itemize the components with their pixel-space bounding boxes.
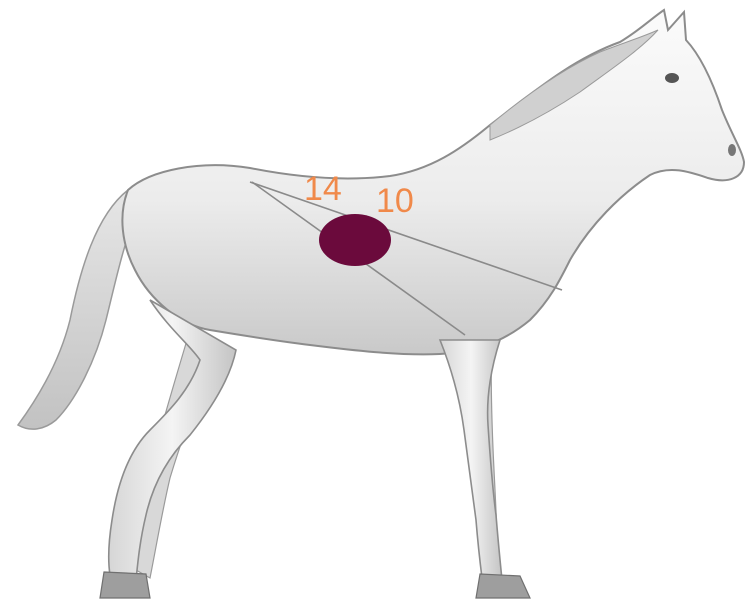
horse-nostril [728,144,736,156]
rib-label-10: 10 [376,184,414,218]
horse-eye [665,73,679,83]
horse-body [122,10,744,354]
horse-near-hind-leg [109,300,236,580]
horse-hoof-front [476,574,530,598]
location-marker [319,214,391,266]
horse-hoof-hind [100,572,150,598]
rib-label-14: 14 [304,172,342,206]
